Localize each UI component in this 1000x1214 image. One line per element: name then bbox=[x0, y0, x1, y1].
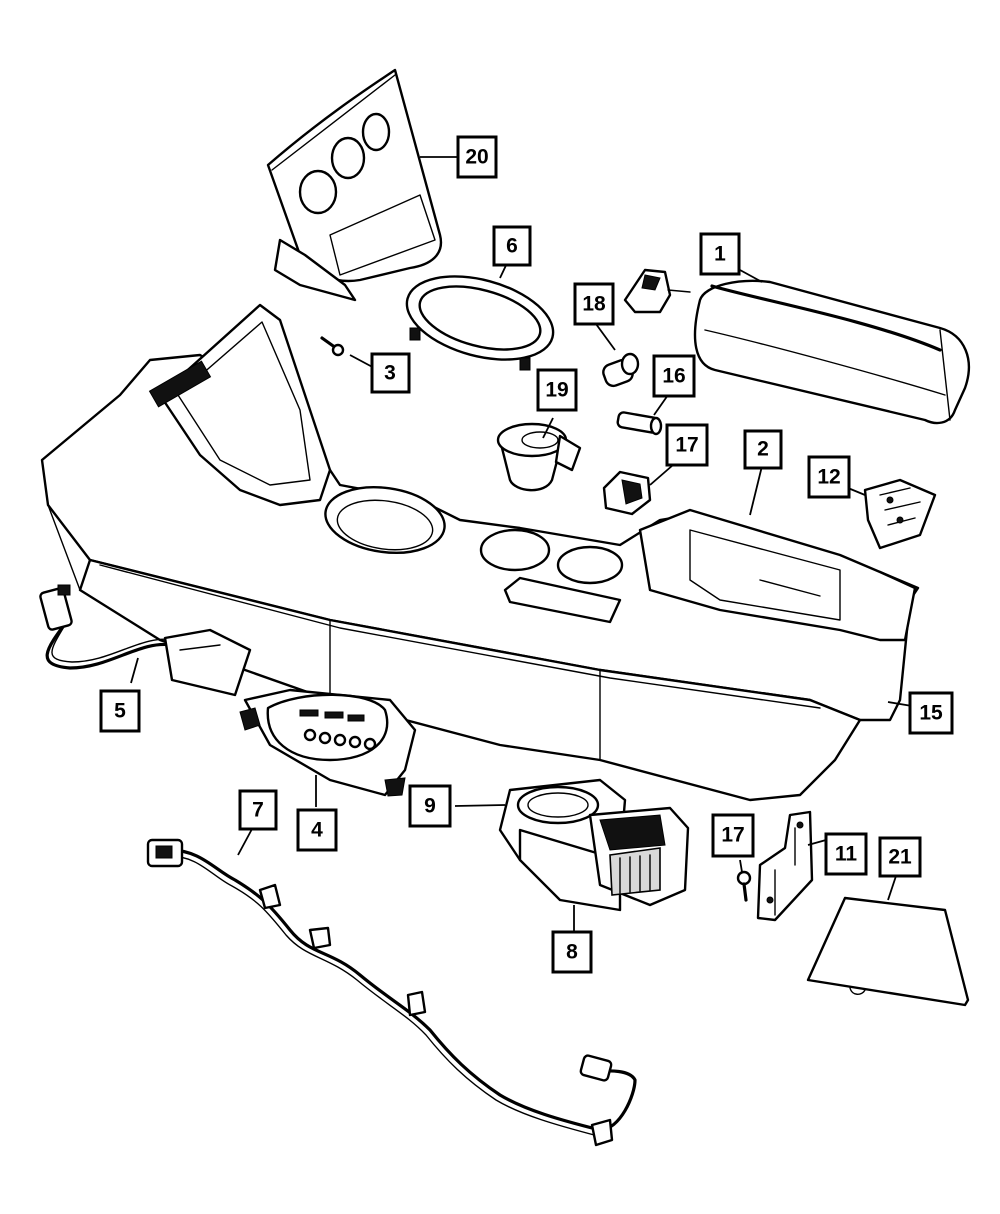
callout-17: 17 bbox=[711, 813, 755, 858]
part-14-socket bbox=[616, 411, 663, 436]
callout-19: 19 bbox=[536, 368, 578, 412]
callout-3-label: 3 bbox=[384, 362, 396, 385]
callout-19-label: 19 bbox=[545, 379, 568, 402]
part-20-bezel bbox=[266, 68, 443, 302]
callout-11-label: 11 bbox=[835, 843, 858, 866]
callout-2-label: 2 bbox=[757, 438, 769, 461]
callout-18: 18 bbox=[573, 282, 615, 326]
leader-lines bbox=[130, 156, 913, 932]
part-21-mat bbox=[806, 896, 970, 1007]
part-9-cupholder-module bbox=[498, 778, 690, 912]
callout-3: 3 bbox=[370, 352, 411, 394]
part-15-console-body bbox=[40, 303, 920, 802]
callout-6-label: 6 bbox=[506, 235, 518, 258]
part-5-harness bbox=[39, 584, 252, 697]
part-6-trim-ring bbox=[405, 275, 555, 371]
callout-8: 8 bbox=[551, 930, 593, 974]
part-7-harness bbox=[146, 838, 637, 1147]
callout-18-label: 18 bbox=[582, 293, 606, 316]
part-11-bracket bbox=[756, 810, 814, 922]
callout-12: 12 bbox=[807, 455, 851, 499]
callout-11: 11 bbox=[824, 832, 868, 876]
callout-4-label: 4 bbox=[311, 819, 323, 842]
part-19-cup-insert bbox=[496, 422, 582, 492]
callout-5-label: 5 bbox=[114, 700, 126, 723]
callout-16: 17 bbox=[665, 423, 709, 467]
callout-9: 9 bbox=[408, 784, 452, 828]
callout-9-label: 9 bbox=[424, 795, 436, 818]
callout-21: 21 bbox=[878, 836, 922, 878]
part-12-hinge bbox=[863, 478, 937, 550]
callout-15: 15 bbox=[908, 691, 954, 735]
callout-7-label: 7 bbox=[252, 799, 264, 822]
callout-20: 20 bbox=[456, 135, 498, 179]
armrest-latch bbox=[623, 268, 691, 314]
part-16-switch bbox=[602, 470, 652, 516]
callout-17-label: 17 bbox=[721, 824, 744, 847]
callout-7: 7 bbox=[238, 789, 278, 831]
callout-5: 5 bbox=[99, 689, 141, 733]
part-18-outlet bbox=[602, 352, 640, 388]
part-3-screw bbox=[320, 336, 345, 357]
callout-2: 2 bbox=[743, 429, 783, 470]
callout-21-label: 21 bbox=[888, 846, 912, 869]
callout-1: 1 bbox=[699, 232, 741, 276]
callout-20-label: 20 bbox=[465, 146, 488, 169]
callout-14: 16 bbox=[652, 354, 696, 398]
callout-4: 4 bbox=[296, 808, 338, 852]
callout-12-label: 12 bbox=[817, 466, 840, 489]
callout-1-label: 1 bbox=[714, 243, 726, 266]
callout-15-label: 15 bbox=[919, 702, 943, 725]
callout-14-label: 16 bbox=[662, 365, 685, 388]
callout-8-label: 8 bbox=[566, 941, 578, 964]
part-1-armrest-lid bbox=[693, 279, 970, 425]
part-17-screw bbox=[736, 870, 752, 902]
callout-6: 6 bbox=[492, 225, 532, 267]
callout-16-label: 17 bbox=[675, 434, 698, 457]
part-4-shifter-bezel bbox=[239, 688, 417, 797]
